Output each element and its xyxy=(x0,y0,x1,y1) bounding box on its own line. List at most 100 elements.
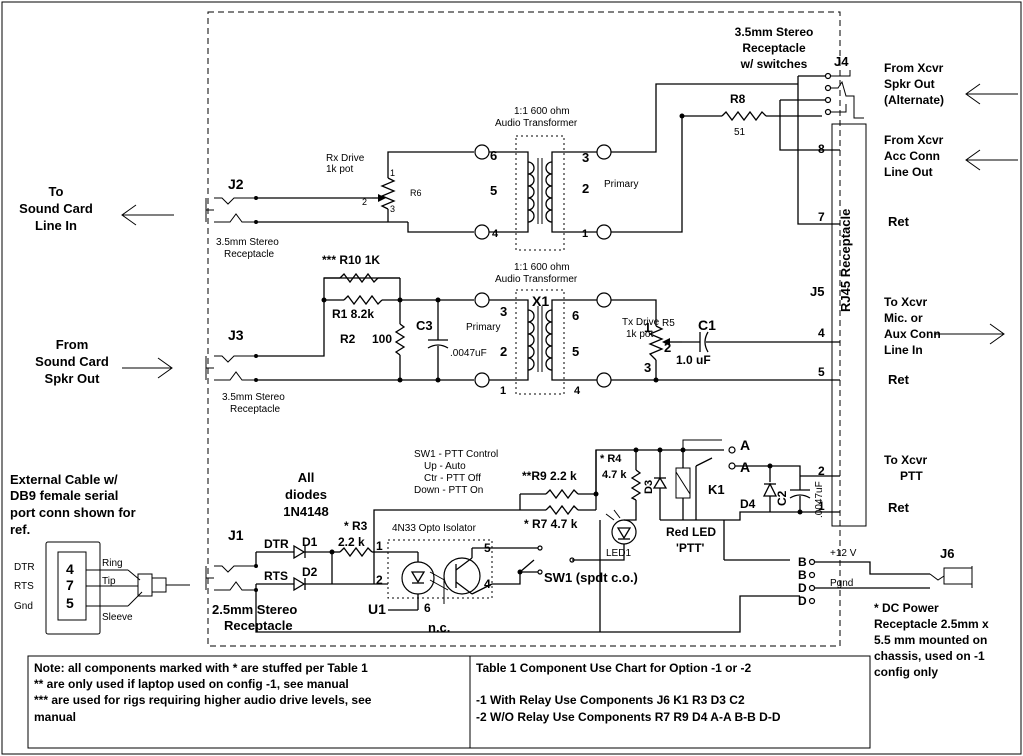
svg-text:Tip: Tip xyxy=(102,576,116,587)
svg-text:A: A xyxy=(740,437,750,453)
svg-text:From: From xyxy=(56,337,89,352)
to-sound-card-label: To Sound Card Line In xyxy=(19,184,93,233)
spkr-out-label: From Xcvr Spkr Out (Alternate) xyxy=(884,61,944,107)
svg-text:port conn shown for: port conn shown for xyxy=(10,505,136,520)
svg-text:2: 2 xyxy=(664,340,671,355)
svg-text:Receptacle: Receptacle xyxy=(224,249,274,260)
svg-text:1: 1 xyxy=(644,320,651,335)
svg-text:C1: C1 xyxy=(698,317,716,333)
r8-resistor: R8 51 xyxy=(679,92,822,138)
svg-text:manual: manual xyxy=(34,710,76,724)
svg-text:2: 2 xyxy=(582,181,589,196)
svg-text:.0047uF: .0047uF xyxy=(814,481,825,518)
d1-diode: D1 xyxy=(256,535,332,560)
svg-text:Spkr Out: Spkr Out xyxy=(884,77,935,91)
svg-text:To: To xyxy=(49,184,64,199)
svg-text:*** R10 1K: *** R10 1K xyxy=(322,253,380,267)
svg-text:'PTT': 'PTT' xyxy=(676,541,705,555)
c2-capacitor: C2 .0047uF xyxy=(775,476,825,518)
red-led-label: Red LED 'PTT' xyxy=(666,525,716,555)
svg-text:Sound Card: Sound Card xyxy=(19,201,93,216)
svg-text:Up - Auto: Up - Auto xyxy=(424,461,466,472)
arrow-left-icon xyxy=(121,204,174,226)
svg-text:3.5mm Stereo: 3.5mm Stereo xyxy=(216,237,279,248)
svg-text:LED1: LED1 xyxy=(606,548,631,559)
svg-text:D: D xyxy=(798,594,807,608)
svg-text:* R3: * R3 xyxy=(344,519,368,533)
svg-text:To Xcvr: To Xcvr xyxy=(884,295,927,309)
svg-text:6: 6 xyxy=(572,308,579,323)
svg-text:B: B xyxy=(798,568,807,582)
svg-text:8: 8 xyxy=(818,142,825,156)
ret-label: Ret xyxy=(888,372,910,387)
svg-text:Line In: Line In xyxy=(884,343,923,357)
svg-text:1:1 600 ohm: 1:1 600 ohm xyxy=(514,262,570,273)
r7-resistor: * R7 4.7 k xyxy=(520,504,596,531)
svg-text:5: 5 xyxy=(572,344,579,359)
svg-text:RJ45 Receptacle: RJ45 Receptacle xyxy=(838,209,853,312)
svg-text:Line In: Line In xyxy=(35,218,77,233)
svg-text:B: B xyxy=(798,555,807,569)
j1-jack: J1 2.5mm Stereo Receptacle xyxy=(205,527,297,633)
svg-text:All: All xyxy=(298,470,315,485)
r6-rx-pot: Rx Drive 1k pot 1 2 3 R6 xyxy=(326,153,422,222)
svg-text:Red LED: Red LED xyxy=(666,525,716,539)
svg-text:6: 6 xyxy=(490,148,497,163)
rts-label: RTS xyxy=(264,569,288,583)
svg-text:X1: X1 xyxy=(532,293,549,309)
svg-text:3.5mm Stereo: 3.5mm Stereo xyxy=(222,392,285,403)
svg-text:J1: J1 xyxy=(228,527,244,543)
rx-transformer: 1:1 600 ohm Audio Transformer 6 5 4 3 2 … xyxy=(474,106,638,251)
svg-text:** are only used if laptop use: ** are only used if laptop used on confi… xyxy=(34,677,349,691)
svg-text:Audio Transformer: Audio Transformer xyxy=(495,274,578,285)
rj45-receptacle: RJ45 Receptacle J5 8 7 4 5 2 1 xyxy=(810,123,867,527)
svg-text:J3: J3 xyxy=(228,327,244,343)
sw1-ptt-control-note: SW1 - PTT Control Up - Auto Ctr - PTT Of… xyxy=(414,449,498,496)
sw1-label: SW1 (spdt c.o.) xyxy=(544,570,638,585)
svg-text:Rx Drive: Rx Drive xyxy=(326,153,365,164)
svg-text:chassis, used on -1: chassis, used on -1 xyxy=(874,649,985,663)
svg-text:Receptacle: Receptacle xyxy=(742,41,806,55)
arrow-right-icon xyxy=(122,357,173,379)
ptt-label: To Xcvr PTT xyxy=(884,453,927,483)
svg-text:Pgnd: Pgnd xyxy=(830,578,853,589)
svg-text:4: 4 xyxy=(492,228,499,240)
svg-text:J6: J6 xyxy=(940,546,954,561)
svg-text:Audio Transformer: Audio Transformer xyxy=(495,118,578,129)
svg-text:J5: J5 xyxy=(810,284,824,299)
r4-resistor: * R4 4.7 k xyxy=(600,447,642,501)
mic-label: To Xcvr Mic. or Aux Conn Line In xyxy=(884,295,941,357)
svg-text:6: 6 xyxy=(424,601,431,615)
svg-text:4: 4 xyxy=(66,561,74,577)
svg-text:Mic. or: Mic. or xyxy=(884,311,923,325)
svg-text:5: 5 xyxy=(484,541,491,555)
svg-text:D2: D2 xyxy=(302,565,318,579)
svg-text:Table 1 Component Use Chart f: Table 1 Component Use Chart for Option -… xyxy=(476,661,751,675)
svg-text:D4: D4 xyxy=(740,497,756,511)
svg-text:**R9 2.2 k: **R9 2.2 k xyxy=(522,469,577,483)
svg-text:4.7 k: 4.7 k xyxy=(602,469,627,481)
svg-text:7: 7 xyxy=(66,577,74,593)
board-outline xyxy=(207,11,841,647)
svg-text:w/ switches: w/ switches xyxy=(740,57,808,71)
svg-text:R2: R2 xyxy=(340,332,356,346)
svg-text:51: 51 xyxy=(734,127,746,138)
svg-text:Ctr - PTT Off: Ctr - PTT Off xyxy=(424,473,481,484)
svg-text:Ring: Ring xyxy=(102,558,123,569)
svg-text:-2 W/O Relay Use Components: -2 W/O Relay Use Components R7 R9 D4 A-A… xyxy=(476,710,781,724)
k1-relay: K1 xyxy=(675,447,725,520)
u1-opto-isolator: 4N33 Opto Isolator 1 2 6 5 4 U1 n.c. xyxy=(368,523,493,635)
svg-text:3.5mm Stereo: 3.5mm Stereo xyxy=(735,25,814,39)
svg-text:Primary: Primary xyxy=(466,322,500,333)
svg-text:3: 3 xyxy=(644,360,651,375)
svg-text:* R4: * R4 xyxy=(600,453,622,465)
svg-text:R6: R6 xyxy=(410,188,422,198)
r2-resistor: R2 100 xyxy=(340,300,406,383)
svg-text:1: 1 xyxy=(582,228,588,240)
dc-power-label: * DC Power Receptacle 2.5mm x 5.5 mm mou… xyxy=(874,601,989,679)
svg-text:K1: K1 xyxy=(708,482,725,497)
svg-text:D: D xyxy=(798,581,807,595)
tx-transformer: 1:1 600 ohm Audio Transformer X1 Primary… xyxy=(466,262,612,397)
svg-text:C3: C3 xyxy=(416,318,433,333)
